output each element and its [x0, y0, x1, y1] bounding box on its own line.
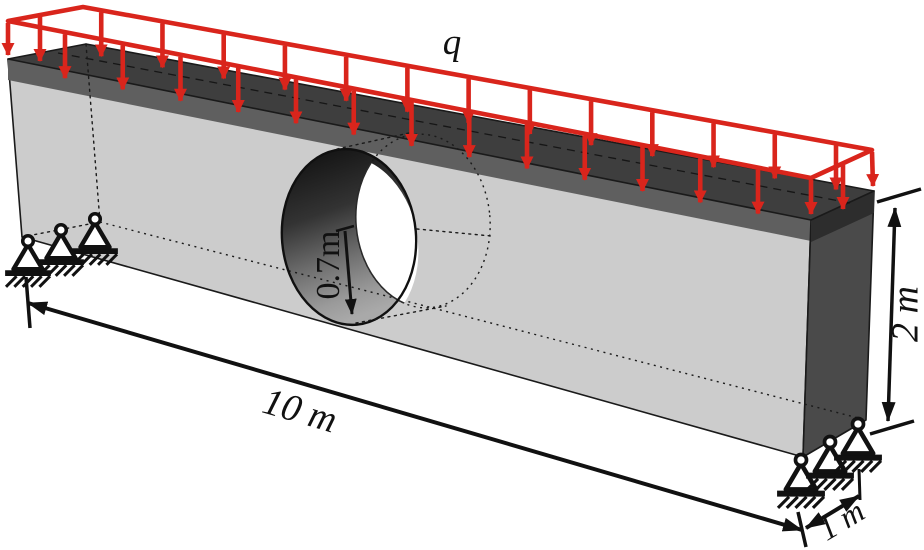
radius-arrow [343, 230, 357, 315]
load-label: q [443, 22, 462, 63]
hole-axis-line [416, 228, 492, 237]
beam-front-top-band [8, 59, 811, 241]
length-dim-line [27, 301, 803, 532]
width-dim-line [804, 494, 861, 530]
hole-back-edge-hidden [355, 133, 491, 309]
load-arrows [1, 12, 880, 215]
dim-hole-radius: 0.7m [310, 224, 357, 315]
hole-radius-label: 0.7m [310, 231, 347, 300]
height-label: 2 m [885, 286, 924, 342]
load-arrow [866, 151, 880, 187]
hidden-bottom-back-edge [99, 221, 867, 421]
beam-right-top-band [811, 191, 874, 242]
height-dim-line [881, 207, 902, 422]
height-tick-top [876, 187, 922, 204]
width-tick-right [857, 468, 862, 501]
beam-top-face [7, 43, 875, 221]
radius-start-tick [335, 224, 355, 233]
dim-height: 2 m [869, 187, 924, 436]
load-rail-frame [5, 4, 875, 181]
load-frame [1, 4, 880, 215]
height-tick-bottom [869, 419, 915, 436]
